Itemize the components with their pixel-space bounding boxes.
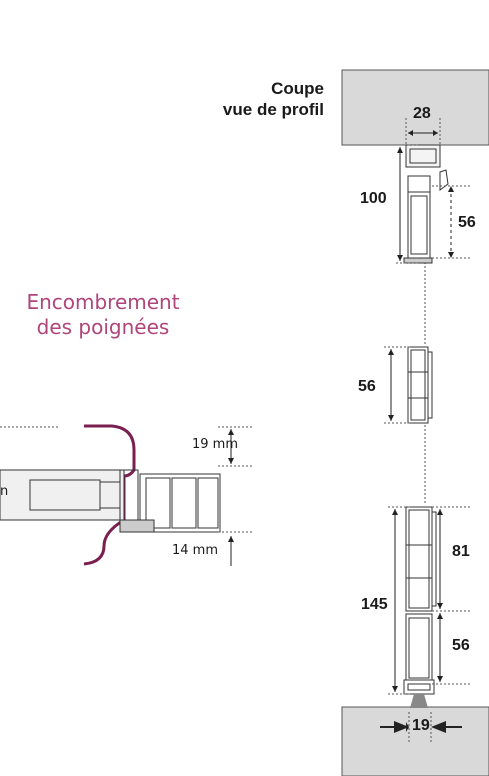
width-arrow-19-right [431,721,446,733]
floor-block [341,706,489,776]
section-title: Coupe vue de profil [222,79,324,119]
handle-dim-bottom: 14 mm [172,543,219,558]
handle-detail [0,424,221,566]
dim-bottom-width: 19 [412,717,430,734]
dim-bottom-lower: 56 [452,637,470,654]
dim-middle-height: 56 [358,378,376,395]
handle-dim-top: 19 mm [192,437,239,452]
dim-top-height: 100 [360,190,387,207]
handles-heading: Encombrement des poignées [26,290,180,339]
dim-bottom-total: 145 [361,596,388,613]
handle-dim-cut: n [0,484,9,499]
bottom-rail-profile [403,506,437,695]
dim-top-lower: 56 [458,214,476,231]
dim-top-width: 28 [413,105,431,122]
dim-bottom-upper: 81 [452,543,470,560]
floor-guide [410,694,428,708]
top-rail-profile [403,144,449,264]
middle-rail-profile [407,346,433,424]
